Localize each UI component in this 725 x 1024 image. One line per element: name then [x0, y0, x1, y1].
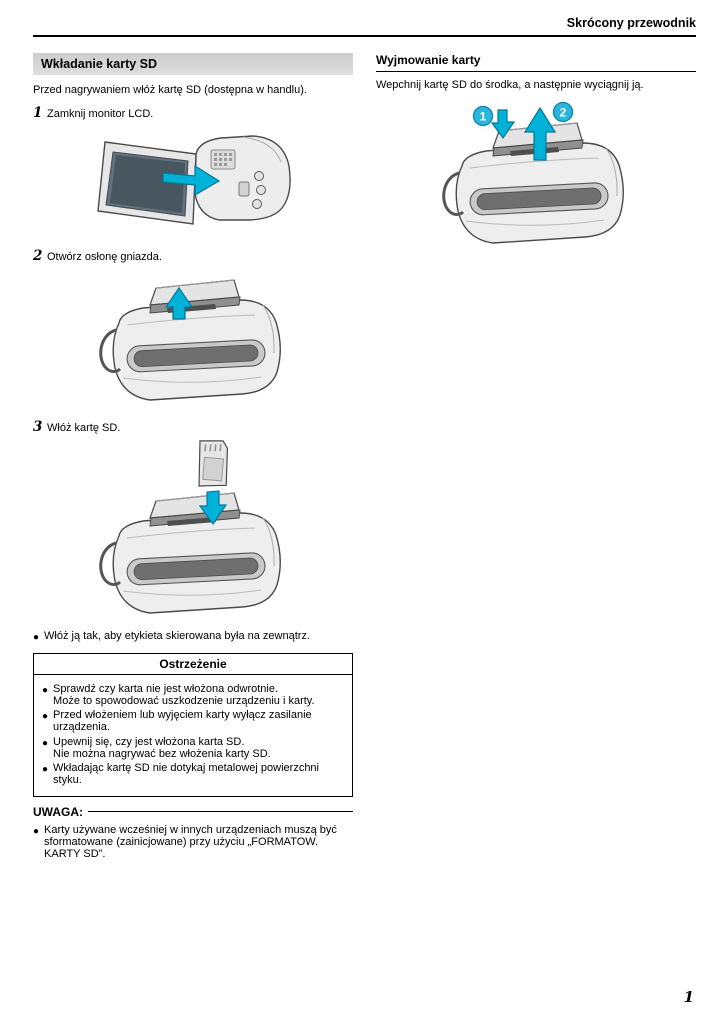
caution-item: ● Sprawdź czy karta nie jest włożona odw… [42, 683, 344, 707]
note-title: UWAGA: [33, 804, 83, 819]
bullet-icon: ● [42, 737, 49, 749]
caution-list: ● Sprawdź czy karta nie jest włożona odw… [34, 675, 352, 796]
right-column: Wyjmowanie karty Wepchnij kartę SD do śr… [376, 53, 696, 860]
step-1-text: Zamknij monitor LCD. [47, 108, 154, 120]
step-2-text: Otwórz osłonę gniazda. [47, 251, 162, 263]
note-item-text: Karty używane wcześniej w innych urządze… [44, 823, 337, 860]
lcd-panel [97, 141, 197, 225]
callout-2-number: 2 [560, 106, 567, 120]
orientation-note: ● Włóż ją tak, aby etykieta skierowana b… [33, 630, 353, 645]
section-title-inserting-sd: Wkładanie karty SD [33, 53, 353, 75]
step-3-text: Włóż kartę SD. [47, 422, 121, 434]
section-title-removing-card: Wyjmowanie karty [376, 53, 696, 72]
illustration-close-lcd-monitor [97, 135, 291, 225]
insert-direction-arrow [198, 490, 228, 526]
speaker-grid [214, 153, 232, 166]
caution-item-text: Upewnij się, czy jest włożona karta SD. … [53, 735, 271, 760]
note-header: UWAGA: [33, 805, 353, 819]
caution-box: Ostrzeżenie ● Sprawdź czy karta nie jest… [33, 653, 353, 797]
camcorder-side-view [194, 135, 291, 221]
removing-intro-text: Wepchnij kartę SD do środka, a następnie… [376, 79, 644, 91]
header-title: Skrócony przewodnik [566, 16, 696, 30]
caution-item-text: Wkładając kartę SD nie dotykaj metalowej… [53, 762, 319, 786]
illustration-insert-sd-card [99, 440, 282, 615]
step-3: 3 Włóż kartę SD. [33, 419, 353, 435]
pull-out-arrow [523, 106, 557, 161]
note-item: ● Karty używane wcześniej w innych urząd… [33, 824, 353, 860]
step-2: 2 Otwórz osłonę gniazda. [33, 248, 353, 264]
callout-1-number: 1 [480, 110, 487, 124]
caution-item: ● Wkładając kartę SD nie dotykaj metalow… [42, 762, 344, 786]
open-direction-arrow [164, 286, 194, 320]
bullet-icon: ● [42, 764, 49, 775]
camcorder-bottom-view [99, 491, 282, 615]
camcorder-bottom-view [99, 278, 282, 402]
callout-1-circle [472, 105, 494, 127]
sd-card [198, 440, 229, 487]
caution-item-text: Sprawdź czy karta nie jest włożona odwro… [53, 682, 315, 707]
orientation-note-text: Włóż ją tak, aby etykieta skierowana był… [44, 630, 311, 642]
step-2-number: 2 [33, 248, 43, 264]
left-column: Wkładanie karty SD Przed nagrywaniem włó… [33, 53, 353, 860]
note-list: ● Karty używane wcześniej w innych urząd… [33, 819, 353, 860]
caution-item-text: Przed włożeniem lub wyjęciem karty wyłąc… [53, 709, 312, 733]
caution-title: Ostrzeżenie [34, 654, 352, 675]
step-3-number: 3 [33, 419, 43, 435]
callout-2-circle [552, 101, 574, 123]
push-in-arrow [490, 109, 516, 140]
note-rule [88, 811, 353, 812]
content-columns: Wkładanie karty SD Przed nagrywaniem włó… [33, 53, 696, 860]
illustration-remove-card: 1 2 [442, 101, 625, 245]
step-1: 1 Zamknij monitor LCD. [33, 105, 353, 121]
bullet-icon: ● [42, 684, 49, 696]
close-direction-arrow [162, 164, 221, 197]
bullet-icon: ● [33, 632, 40, 643]
step-1-number: 1 [33, 105, 43, 121]
sd-card-contacts [204, 444, 222, 452]
bullet-icon: ● [33, 825, 40, 837]
bullet-icon: ● [42, 711, 49, 722]
caution-item: ● Przed włożeniem lub wyjęciem karty wył… [42, 709, 344, 733]
page-number: 1 [683, 988, 694, 1006]
caution-item: ● Upewnij się, czy jest włożona karta SD… [42, 736, 344, 760]
illustration-open-slot-cover [99, 278, 282, 402]
page-header: Skrócony przewodnik [33, 16, 696, 37]
inserting-intro-text: Przed nagrywaniem włóż kartę SD (dostępn… [33, 84, 307, 96]
